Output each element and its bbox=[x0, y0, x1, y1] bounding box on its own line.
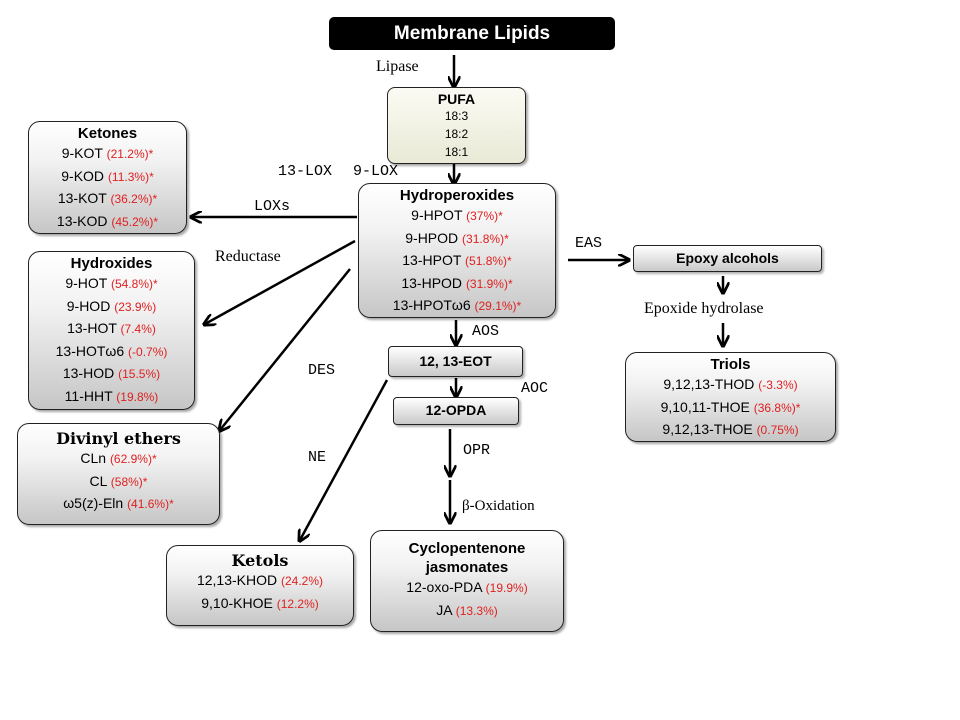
arrow-des bbox=[300, 379, 389, 540]
epoxide-hydrolase-label: Epoxide hydrolase bbox=[644, 300, 764, 317]
list-item: 13-HPOD (31.9%)* bbox=[401, 274, 513, 291]
lox13-label: 13-LOX bbox=[278, 163, 333, 180]
list-item: 9,10-KHOE (12.2%) bbox=[201, 594, 319, 611]
list-item: CLn (62.9%)* bbox=[80, 450, 157, 466]
list-item: 12-oxo-PDA (19.9%) bbox=[406, 579, 528, 595]
triols-title: Triols bbox=[710, 356, 751, 373]
list-item: 9,12,13-THOD (-3.3%) bbox=[663, 376, 798, 392]
list-item: 12,13-KHOD (24.2%) bbox=[196, 572, 324, 588]
list-item: 9-HPOT (37%)* bbox=[411, 207, 503, 223]
arrow-to-divinyl bbox=[220, 268, 351, 430]
list-item: 9,10,11-THOE (36.8%)* bbox=[660, 398, 801, 415]
eas-label: EAS bbox=[575, 235, 603, 252]
list-item: 9-KOD (11.3%)* bbox=[61, 167, 154, 184]
arrow-reductase bbox=[205, 239, 356, 324]
list-item: 13-HPOT (51.8%)* bbox=[402, 252, 512, 268]
list-item: JA (13.3%) bbox=[436, 601, 498, 618]
list-item: 13-HPOTω6 (29.1%)* bbox=[392, 297, 522, 313]
des-label: DES bbox=[308, 362, 336, 379]
jasmonates-box: Cyclopentenone jasmonates 12-oxo-PDA (19… bbox=[370, 530, 564, 632]
eot-box: 12, 13-EOT bbox=[388, 346, 523, 377]
hydroperoxides-title: Hydroperoxides bbox=[399, 187, 515, 204]
list-item: 13-HOTω6 (-0.7%) bbox=[55, 342, 168, 359]
aos-label: AOS bbox=[472, 323, 500, 340]
jasmonates-title-line1: Cyclopentenone bbox=[408, 540, 526, 557]
hydroperoxides-box: Hydroperoxides 9-HPOT (37%)* 9-HPOD (31.… bbox=[358, 183, 556, 318]
ketones-title: Ketones bbox=[77, 125, 138, 142]
pufa-item: 18:2 bbox=[444, 127, 469, 141]
lipase-label: Lipase bbox=[376, 58, 419, 75]
triols-box: Triols 9,12,13-THOD (-3.3%) 9,10,11-THOE… bbox=[625, 352, 836, 442]
list-item: 13-KOT (36.2%)* bbox=[57, 190, 158, 206]
list-item: 9-HOT (54.8%)* bbox=[65, 275, 158, 291]
pufa-item: 18:3 bbox=[444, 109, 469, 123]
membrane-lipids-banner: Membrane Lipids bbox=[329, 17, 615, 50]
hydroxides-box: Hydroxides 9-HOT (54.8%)* 9-HOD (23.9%) … bbox=[28, 251, 195, 410]
loxs-label: LOXs bbox=[254, 198, 291, 215]
divinyl-title: Divinyl ethers bbox=[56, 429, 181, 448]
list-item: 9-HPOD (31.8%)* bbox=[405, 229, 509, 246]
hydroxides-title: Hydroxides bbox=[70, 255, 153, 272]
epoxy-alcohols-box: Epoxy alcohols bbox=[633, 245, 822, 272]
ketones-box: Ketones 9-KOT (21.2%)* 9-KOD (11.3%)* 13… bbox=[28, 121, 187, 234]
ne-label: NE bbox=[308, 449, 327, 466]
ketols-title: Ketols bbox=[231, 551, 289, 570]
aoc-label: AOC bbox=[521, 380, 549, 397]
list-item: 11-HHT (19.8%) bbox=[64, 387, 159, 404]
pufa-box: PUFA 18:3 18:2 18:1 bbox=[387, 87, 526, 164]
list-item: 9-HOD (23.9%) bbox=[66, 297, 157, 314]
list-item: 13-HOT (7.4%) bbox=[67, 320, 156, 336]
ketols-box: Ketols 12,13-KHOD (24.2%) 9,10-KHOE (12.… bbox=[166, 545, 354, 626]
list-item: 13-HOD (15.5%) bbox=[62, 365, 161, 381]
pufa-title: PUFA bbox=[437, 91, 476, 107]
opr-label: OPR bbox=[463, 442, 491, 459]
list-item: ω5(z)-Eln (41.6%)* bbox=[63, 495, 174, 511]
list-item: 9,12,13-THOE (0.75%) bbox=[662, 421, 799, 437]
list-item: 13-KOD (45.2%)* bbox=[56, 212, 159, 229]
list-item: 9-KOT (21.2%)* bbox=[61, 145, 154, 161]
list-item: CL (58%)* bbox=[89, 472, 148, 489]
jasmonates-title-line2: jasmonates bbox=[425, 559, 509, 576]
opda-box: 12-OPDA bbox=[393, 397, 519, 425]
pufa-item: 18:1 bbox=[444, 145, 469, 159]
reductase-label: Reductase bbox=[215, 248, 281, 265]
lox9-label: 9-LOX bbox=[353, 163, 399, 180]
beta-oxidation-label: β-Oxidation bbox=[462, 498, 535, 514]
divinyl-ethers-box: Divinyl ethers CLn (62.9%)* CL (58%)* ω5… bbox=[17, 423, 220, 525]
